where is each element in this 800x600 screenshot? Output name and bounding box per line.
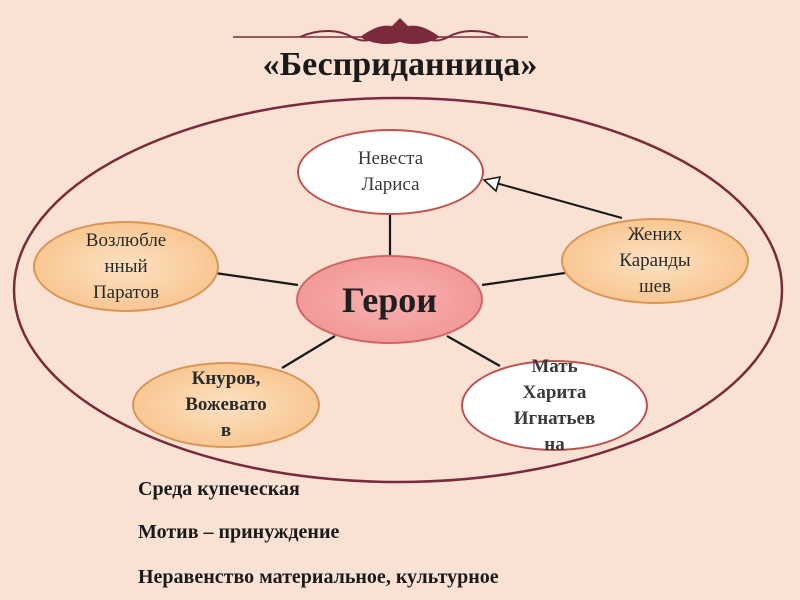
note-environment: Среда купеческая [138,478,300,500]
arrow-head [482,175,502,193]
node-beloved-label: Возлюбле нный Паратов [85,229,167,303]
connector-groom [481,271,566,287]
note-motif: Мотив – принуждение [138,521,340,543]
node-mother: Мать Харита Игнатьев на [461,356,648,455]
node-bride-label: Невеста Лариса [357,148,424,195]
node-mother-label: Мать Харита Игнатьев на [513,355,596,455]
node-groom-label: Жених Каранды шев [619,224,691,297]
outer-ellipse [12,96,784,484]
node-bride: Невеста Лариса [297,129,484,215]
node-center: Герои [296,255,483,344]
node-others: Кнуров, Вожевато в [132,362,320,448]
node-others-label: Кнуров, Вожевато в [185,368,267,441]
note-inequality: Неравенство материальное, культурное [138,566,499,588]
arrow-groom-to-bride [495,182,623,219]
node-beloved: Возлюбле нный Паратов [33,221,219,312]
title-ornament [233,18,528,45]
connector-beloved [214,271,299,287]
connector-others [281,335,336,369]
connector-mother [446,335,501,367]
node-groom: Жених Каранды шев [561,218,749,304]
node-center-label: Герои [342,279,437,320]
page-title: «Бесприданница» [262,46,538,83]
